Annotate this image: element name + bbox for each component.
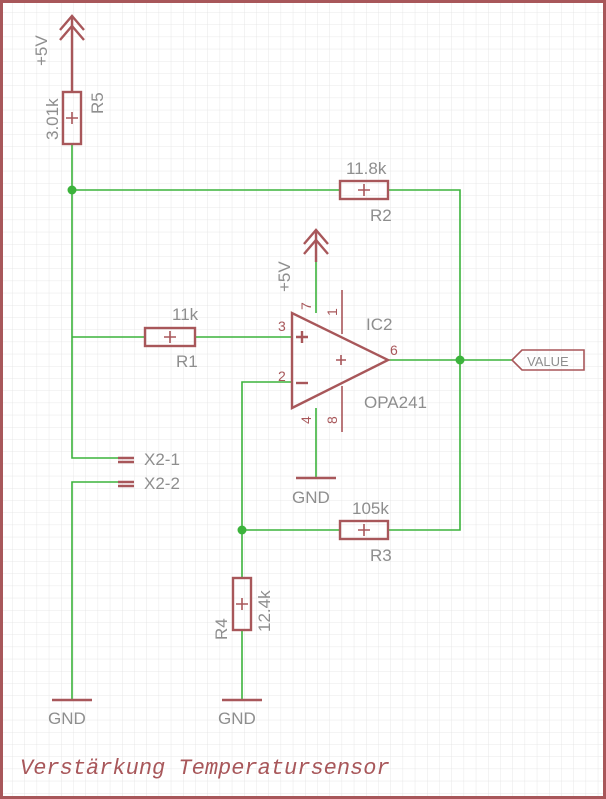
gnd-label-r4: GND — [218, 709, 256, 728]
pin-3: 3 — [278, 318, 286, 334]
r4-value: 12.4k — [255, 590, 274, 632]
pin-2: 2 — [278, 368, 286, 384]
connector-pin1-label: X2-1 — [144, 450, 180, 469]
resistor-r5[interactable] — [61, 90, 83, 146]
connector-x2[interactable] — [118, 456, 134, 488]
pin-4: 4 — [298, 416, 314, 424]
r4-name: R4 — [212, 618, 231, 640]
r3-value: 105k — [352, 499, 389, 518]
r5-name: R5 — [88, 92, 107, 114]
resistor-r4[interactable] — [231, 576, 253, 632]
supply-symbol-opamp — [303, 228, 329, 262]
junction-feedback — [237, 525, 247, 535]
connector-pin2-label: X2-2 — [144, 474, 180, 493]
supply-symbol-r5 — [59, 14, 85, 92]
junction-top-left — [67, 185, 77, 195]
r2-value: 11.8k — [346, 159, 387, 178]
r2-name: R2 — [370, 206, 392, 225]
net-flag-value[interactable]: VALUE — [510, 349, 585, 371]
opamp-part: OPA241 — [364, 393, 427, 412]
r1-value: 11k — [172, 305, 199, 324]
pin-7: 7 — [298, 302, 314, 310]
resistor-r1[interactable] — [143, 326, 197, 348]
gnd-label-left: GND — [48, 709, 86, 728]
r1-name: R1 — [176, 352, 198, 371]
resistor-r2[interactable] — [338, 179, 390, 201]
schematic-title: Verstärkung Temperatursensor — [20, 756, 390, 781]
pin-8: 8 — [324, 416, 340, 424]
gnd-label-opamp: GND — [292, 488, 330, 507]
r5-value: 3.01k — [43, 98, 62, 140]
opamp-ic2[interactable] — [290, 290, 391, 432]
r3-name: R3 — [370, 546, 392, 565]
pin-6: 6 — [390, 342, 398, 358]
junction-output — [455, 355, 465, 365]
supply-label-r5: +5V — [32, 35, 51, 66]
wires — [71, 144, 512, 700]
resistor-r3[interactable] — [338, 519, 390, 541]
net-flag-label: VALUE — [527, 354, 569, 369]
supply-label-opamp: +5V — [275, 261, 294, 292]
pin-1: 1 — [324, 308, 340, 316]
junctions — [67, 185, 465, 535]
opamp-name: IC2 — [366, 315, 392, 334]
